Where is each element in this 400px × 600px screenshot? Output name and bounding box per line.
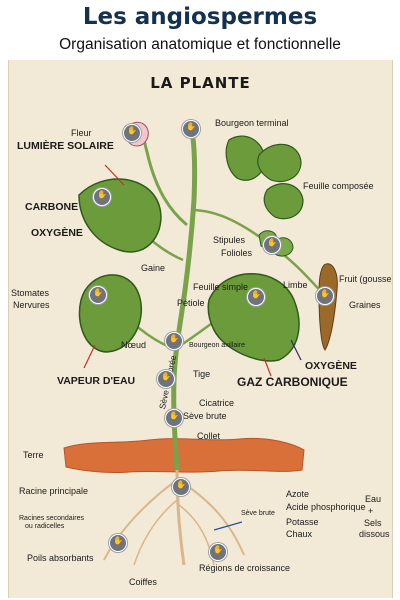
soil-band [63,437,305,473]
label-gaz-carbonique: GAZ CARBONIQUE [237,375,348,389]
label-dissous: dissous [359,529,390,539]
hotspot-racine-principale[interactable] [172,478,190,496]
hotspot-tige[interactable] [157,370,175,388]
root-left-2 [133,499,178,566]
leaf-carbone [78,178,162,253]
label-bourgeon-axillaire: Bourgeon axillaire [189,342,246,349]
label-noeud: Nœud [121,340,147,350]
label-stipules: Stipules [213,235,246,245]
hotspot-seve-brute[interactable] [165,409,183,427]
hotspot-noeud[interactable] [165,332,183,350]
label-graines: Graines [349,300,381,310]
label-eau: Eau [365,494,382,504]
hotspot-folioles[interactable] [263,236,281,254]
label-coiffes: Coiffes [129,577,157,587]
label-seve-brute: Sève brute [183,411,227,421]
hotspot-fleur[interactable] [123,124,141,142]
poster-title: LA PLANTE [150,74,251,92]
leaf-upper-right-2 [257,143,302,183]
label-bourgeon-terminal: Bourgeon terminal [215,118,289,128]
label-cicatrice: Cicatrice [199,398,235,408]
label-sels: Sels [364,518,382,528]
arrow-lumiere [104,164,125,186]
label-carbone: CARBONE [25,201,79,213]
leaf-composee [263,183,304,220]
label-petiole: Pétiole [177,298,205,308]
pod [318,263,338,351]
leaf-limbe [207,273,300,362]
label-feuille-simple: Feuille simple [193,282,249,292]
label-seve-brute-root: Sève brute [241,510,275,517]
label-azote: Azote [286,489,310,499]
hotspot-graines[interactable] [316,287,334,305]
label-limbe: Limbe [283,280,308,290]
root-left [103,479,178,561]
label-oxygene-right: OXYGÈNE [305,360,357,372]
label-oxygene-left: OXYGÈNE [31,227,83,239]
label-gaine: Gaine [141,263,166,273]
hotspot-stomates[interactable] [89,286,107,304]
hotspot-bourgeon-terminal[interactable] [182,120,200,138]
label-poils-absorbants: Poils absorbants [27,553,94,563]
branch-upper-left [141,135,188,227]
label-feuille-composee: Feuille composée [303,181,374,191]
label-folioles: Folioles [221,248,253,258]
label-lumiere-solaire: LUMIÈRE SOLAIRE [17,140,114,152]
label-racine-principale: Racine principale [19,486,89,496]
label-terre: Terre [23,450,44,460]
hotspot-limbe[interactable] [247,288,265,306]
label-tige: Tige [193,369,211,379]
label-vapeur: VAPEUR D'EAU [57,375,136,387]
arrow-oxygene [290,339,302,361]
leaf-upper-right-1 [225,135,266,181]
label-fruit: Fruit (gousse) [339,274,393,284]
hotspot-carbone-leaf[interactable] [93,188,111,206]
label-chaux: Chaux [286,529,313,539]
label-racines-secondaires-2: ou radicelles [25,523,65,530]
plant-poster: LA PLANTE Fleur Bourgeon terminal LUMIÈR… [8,60,393,598]
page-title: Les angiospermes [82,4,318,30]
label-nervures: Nervures [13,300,50,310]
label-racines-secondaires-1: Racines secondaires [19,515,84,522]
label-collet: Collet [197,431,221,441]
hotspot-poils-absorbants[interactable] [109,534,127,552]
label-fleur: Fleur [71,128,92,138]
plant-illustration [63,121,338,566]
label-stomates: Stomates [11,288,50,298]
arrow-vapeur [83,344,96,369]
arrow-seve-brute [213,521,243,531]
page-subtitle: Organisation anatomique et fonctionnelle [59,36,341,53]
label-potasse: Potasse [286,517,319,527]
page-header: Les angiospermes Organisation anatomique… [0,0,400,60]
label-regions-croissance: Régions de croissance [199,563,291,573]
label-acide-phosphorique: Acide phosphorique [286,502,366,512]
arrow-gaz [263,357,272,377]
label-plus: + [368,506,374,516]
hotspot-regions-croissance[interactable] [209,543,227,561]
